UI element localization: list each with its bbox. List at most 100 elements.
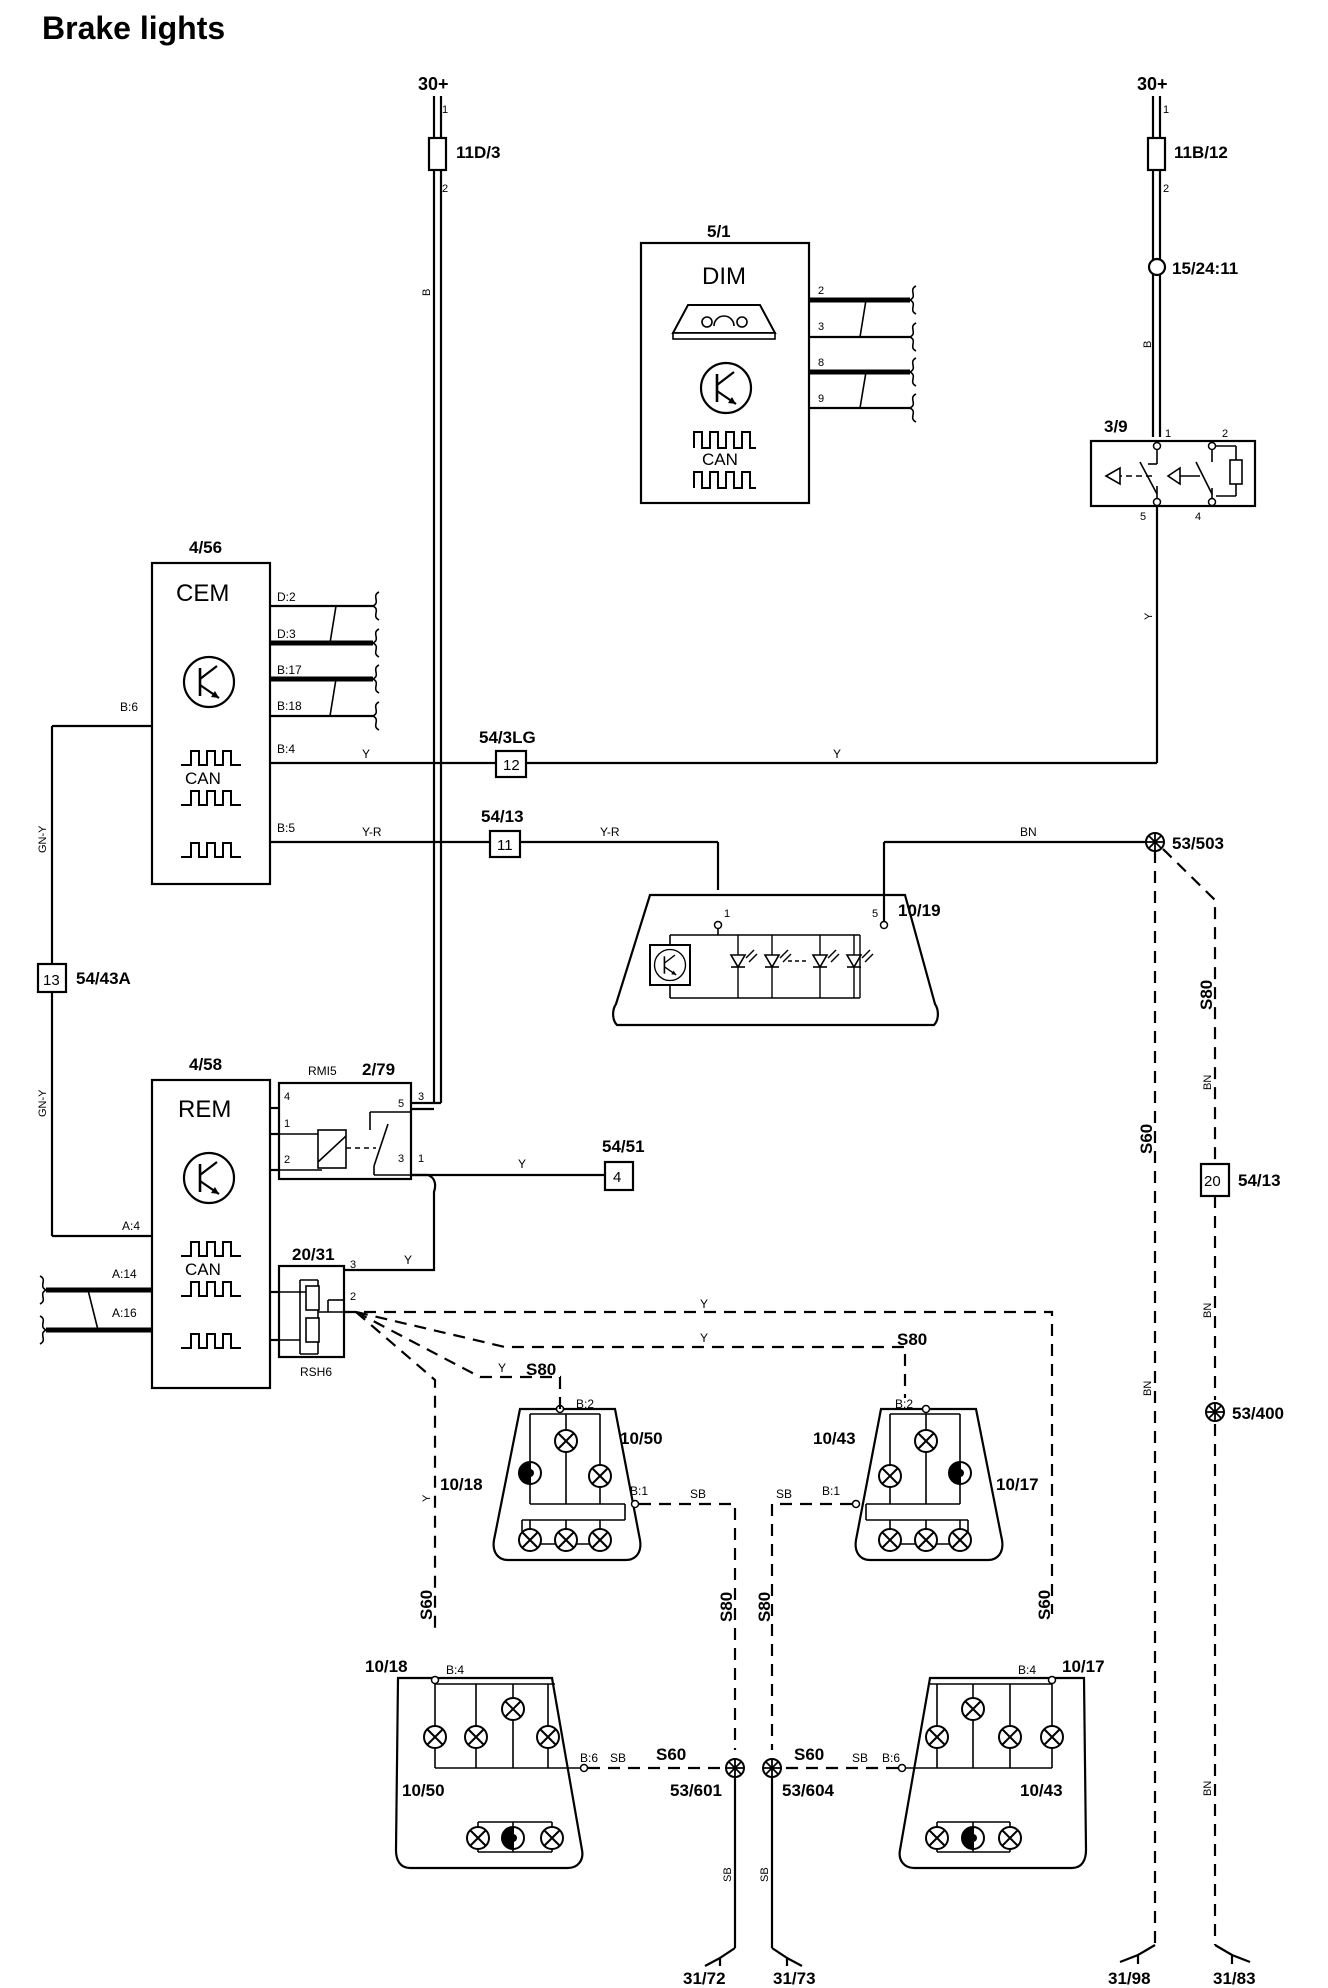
- rem-module: [150, 1078, 272, 1390]
- splice-label: 15/24:11: [1172, 259, 1238, 278]
- wire-color-y-3: Y: [518, 1157, 526, 1171]
- wire-color-y-4: Y: [404, 1253, 412, 1267]
- hmsl-pin5: 5: [872, 908, 878, 920]
- cem-name: CEM: [176, 580, 229, 607]
- variant-s60-2: S60: [1035, 1590, 1054, 1620]
- s60-right-b6: B:6: [882, 1751, 900, 1765]
- wire-color-bn-1: BN: [1020, 825, 1037, 839]
- relay-pin2: 2: [284, 1154, 290, 1166]
- s80-right-b2: B:2: [895, 1397, 913, 1411]
- s80-right-tail-lamp: [854, 1407, 1004, 1562]
- wire-color-sb-5: SB: [722, 1867, 734, 1882]
- hmsl-ref: 10/19: [898, 901, 941, 920]
- supply-left-label: 30+: [418, 74, 449, 94]
- rem-transistor-icon: [182, 1151, 236, 1205]
- rem-pin-a14: A:14: [112, 1267, 137, 1281]
- connector-12-num: 12: [503, 757, 520, 774]
- s60-left-tail-lamp: [394, 1676, 584, 1870]
- cem-transistor-icon: [182, 655, 236, 709]
- connector-11-ref: 54/13: [481, 807, 524, 826]
- s60-left-b4: B:4: [446, 1663, 464, 1677]
- wire-color-yr-1: Y-R: [362, 825, 382, 839]
- rem-pin-a4: A:4: [122, 1219, 140, 1233]
- s60-left-b6: B:6: [580, 1751, 598, 1765]
- hmsl-pin1: 1: [724, 908, 730, 920]
- rem-can-label: CAN: [185, 1260, 221, 1279]
- wire-color-bn-4: BN: [1142, 1381, 1154, 1396]
- wire-color-sb-2: SB: [776, 1487, 792, 1501]
- s80-left-side-ref: 10/18: [440, 1475, 483, 1494]
- cem-pin-d3: D:3: [277, 627, 296, 641]
- ground-53-503-label: 53/503: [1172, 834, 1224, 853]
- wire-color-y-2: Y: [833, 747, 841, 761]
- wire-color-yr-2: Y-R: [600, 825, 620, 839]
- wire-color-b-right: B: [1142, 341, 1154, 348]
- wire-color-bn-3: BN: [1202, 1303, 1214, 1318]
- resistor-label: RSH6: [300, 1365, 332, 1379]
- dashed-y-fanout: [344, 1310, 1054, 1630]
- s60-right-b4: B:4: [1018, 1663, 1036, 1677]
- rem-ref: 4/58: [189, 1055, 222, 1074]
- wire-color-y-switch: Y: [1143, 612, 1155, 620]
- cem-pin-b5: B:5: [277, 821, 295, 835]
- wire-color-bn-5: BN: [1202, 1781, 1214, 1796]
- s80-left-ref: 10/50: [620, 1429, 663, 1448]
- splice-point: [1147, 257, 1167, 277]
- relay-pin1: 1: [284, 1118, 290, 1130]
- switch-pin4: 4: [1195, 511, 1201, 523]
- connector-12-ref: 54/3LG: [479, 728, 536, 747]
- variant-s80-4: S80: [755, 1592, 774, 1622]
- wire-color-gny-1: GN-Y: [37, 825, 49, 853]
- s80-left-b1: B:1: [630, 1484, 648, 1498]
- dim-name: DIM: [702, 263, 746, 290]
- instrument-icon: [671, 304, 777, 334]
- ground-53-400-label: 53/400: [1232, 1404, 1284, 1423]
- dim-can-label: CAN: [702, 450, 738, 469]
- wire-color-sb-4: SB: [852, 1751, 868, 1765]
- s80-right-ref: 10/43: [813, 1429, 856, 1448]
- ground-31-83: 31/83: [1213, 1969, 1256, 1988]
- rem-pin-a16: A:16: [112, 1306, 137, 1320]
- cem-pin-b18: B:18: [277, 699, 302, 713]
- connector-20-num: 20: [1204, 1173, 1221, 1190]
- diagram-title: Brake lights: [42, 10, 226, 46]
- dim-pin3: 3: [818, 321, 824, 333]
- relay-pin5: 5: [398, 1098, 404, 1110]
- s60-left-sub-ref: 10/50: [402, 1781, 445, 1800]
- connector-11: [488, 829, 522, 859]
- variant-s60-3: S60: [656, 1745, 686, 1764]
- connector-11-num: 11: [497, 837, 513, 854]
- ground-53-604-label: 53/604: [782, 1781, 835, 1800]
- variant-s80-5: S80: [1197, 980, 1216, 1010]
- variant-s80-1: S80: [526, 1360, 556, 1379]
- relay-label: RMI5: [308, 1064, 337, 1078]
- wire-color-y-1: Y: [362, 747, 370, 761]
- connector-13: [36, 962, 68, 994]
- switch-pin1: 1: [1165, 428, 1171, 440]
- cem-pin-b6: B:6: [120, 700, 138, 714]
- relay-ext-pin1: 1: [418, 1153, 424, 1165]
- ground-31-73: 31/73: [773, 1969, 816, 1988]
- connector-12: [494, 749, 528, 779]
- resistor-pin2: 2: [350, 1291, 356, 1303]
- connector-4: [603, 1160, 635, 1192]
- wire-color-bn-2: BN: [1202, 1075, 1214, 1090]
- ground-53-503: [1145, 832, 1165, 852]
- cem-can-label: CAN: [185, 769, 221, 788]
- wire-color-sb-3: SB: [610, 1751, 626, 1765]
- ground-31-98: 31/98: [1108, 1969, 1151, 1988]
- fuse-right: [1146, 136, 1167, 172]
- variant-s60-4: S60: [794, 1745, 824, 1764]
- connector-4-ref: 54/51: [602, 1137, 645, 1156]
- dim-pin9: 9: [818, 393, 824, 405]
- connector-13-ref: 54/43A: [76, 969, 131, 988]
- wire-color-y-8: Y: [421, 1494, 433, 1502]
- relay-pin3: 3: [398, 1153, 404, 1165]
- ground-53-400: [1205, 1402, 1225, 1422]
- led-array: [729, 935, 874, 998]
- ground-53-604: [762, 1758, 782, 1778]
- dim-ref: 5/1: [707, 222, 731, 241]
- relay-pin4: 4: [284, 1091, 290, 1103]
- wire-color-b-left: B: [421, 289, 433, 296]
- dim-pin8: 8: [818, 357, 824, 369]
